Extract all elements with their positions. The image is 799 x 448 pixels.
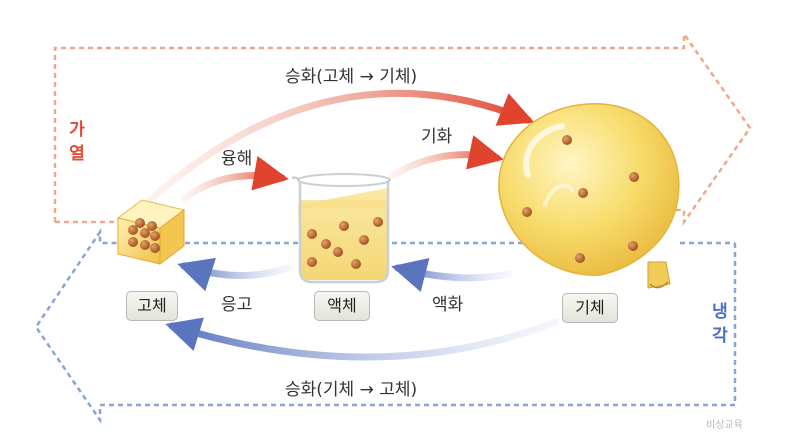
sublimation-gas-to-solid-label: 승화(기체 → 고체) xyxy=(285,375,417,400)
arrow-liquefaction xyxy=(398,268,508,278)
heating-label: 가열 xyxy=(67,118,87,166)
sublimation-solid-to-gas-label: 승화(고체 → 기체) xyxy=(285,62,417,87)
liquefaction-label: 액화 xyxy=(432,290,463,315)
cooling-label: 냉각 xyxy=(710,300,730,348)
arrow-solidification xyxy=(184,266,288,276)
arrow-melting xyxy=(185,176,282,199)
arrow-vaporization xyxy=(392,155,497,176)
watermark: 비상교육 xyxy=(706,416,743,431)
gas-balloon xyxy=(499,104,679,288)
vaporization-label: 기화 xyxy=(421,122,452,147)
arrow-sublimation-gas-to-solid xyxy=(172,322,555,357)
state-liquid-label: 액체 xyxy=(314,291,370,321)
solidification-label: 응고 xyxy=(221,290,252,315)
melting-label: 융해 xyxy=(221,144,252,169)
solid-cube xyxy=(118,200,184,264)
liquid-beaker xyxy=(292,174,390,282)
state-solid-label: 고체 xyxy=(126,291,178,321)
state-gas-label: 기체 xyxy=(562,293,618,323)
